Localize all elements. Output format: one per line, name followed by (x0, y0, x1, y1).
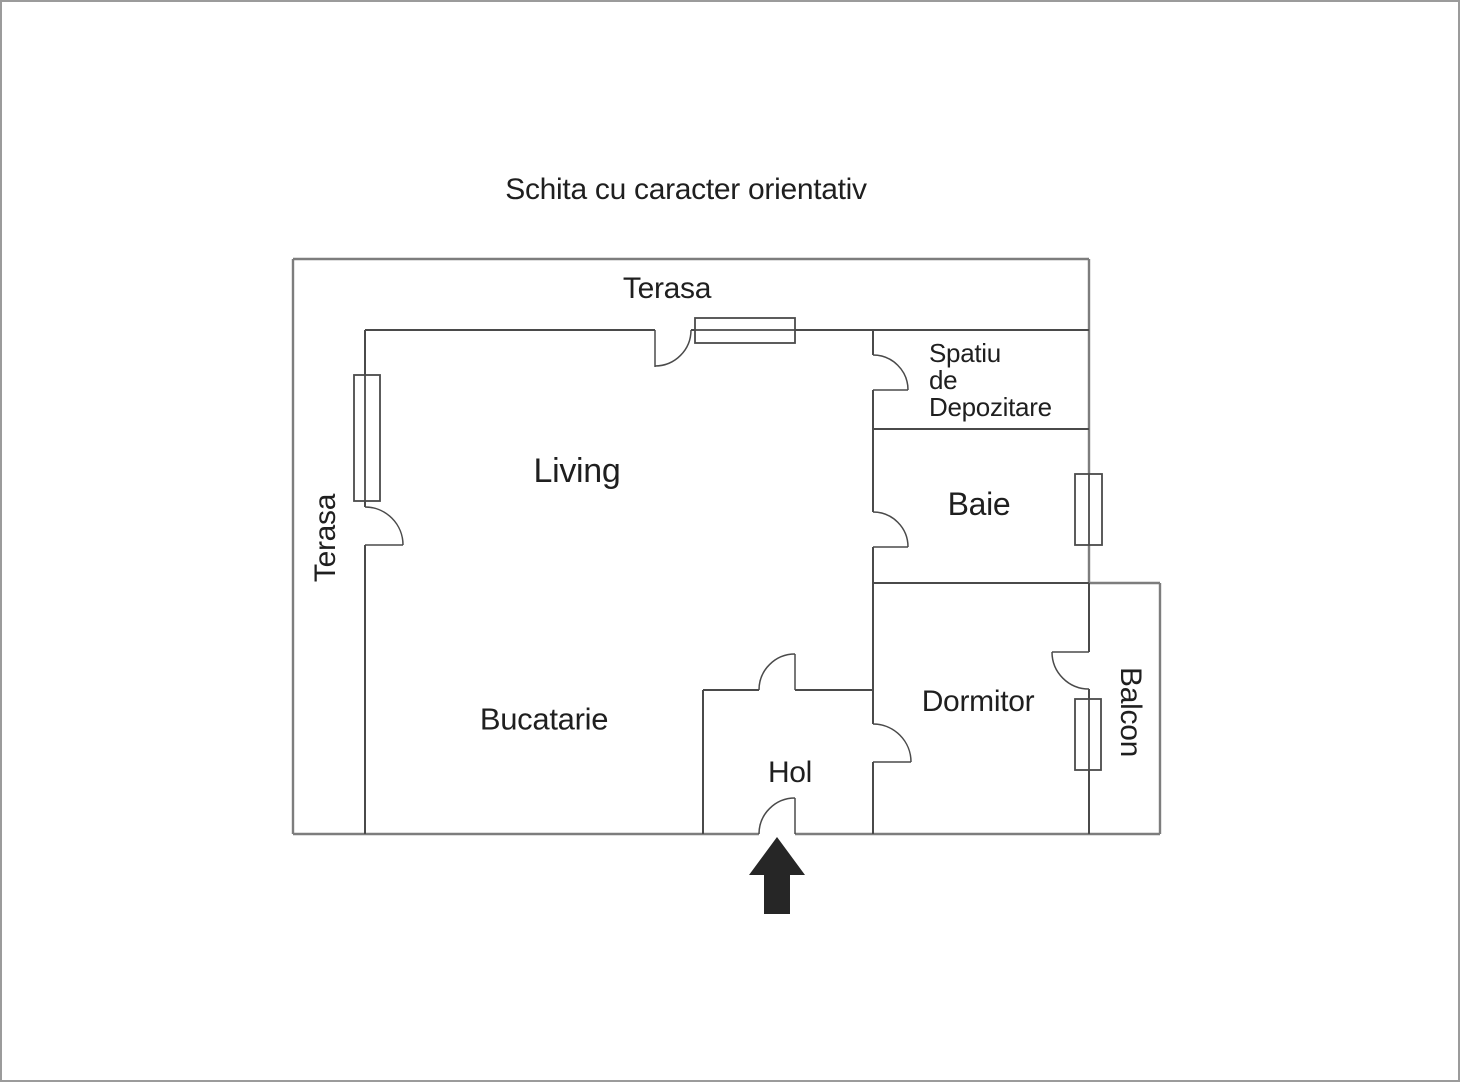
door-hol-dormitor (872, 723, 912, 763)
room-label-baie: Baie (947, 486, 1011, 522)
room-label-terasa-top: Terasa (622, 272, 712, 305)
doors (364, 329, 1090, 835)
entrance-arrow-icon (749, 837, 805, 914)
door-bucatarie-hol (758, 653, 796, 691)
room-label-hol: Hol (767, 756, 813, 789)
window-terasa-left (353, 374, 381, 502)
room-label-balcon: Balcon (1114, 667, 1147, 757)
door-spatiu-depozitare (872, 354, 909, 391)
outer-boundary-walls (291, 257, 1160, 836)
door-terasa-left-living (364, 506, 404, 546)
door-entrance (758, 797, 796, 835)
window-dormitor-balcon (1074, 698, 1102, 771)
room-label-spatiu-depozitare: Spatiu de Depozitare (929, 338, 1052, 422)
room-label-living: Living (533, 452, 621, 490)
door-terasa-top-living (654, 329, 692, 367)
balcony-walls (1089, 581, 1162, 834)
door-baie (872, 511, 909, 548)
door-dormitor-balcon (1051, 651, 1090, 690)
window-baie (1074, 473, 1103, 546)
window-terasa-top (694, 317, 796, 344)
windows (353, 317, 1103, 771)
room-label-bucatarie: Bucatarie (479, 701, 609, 737)
page-title: Schita cu caracter orientativ (505, 173, 867, 206)
room-label-terasa-left: Terasa (309, 493, 342, 583)
room-label-dormitor: Dormitor (921, 685, 1035, 718)
